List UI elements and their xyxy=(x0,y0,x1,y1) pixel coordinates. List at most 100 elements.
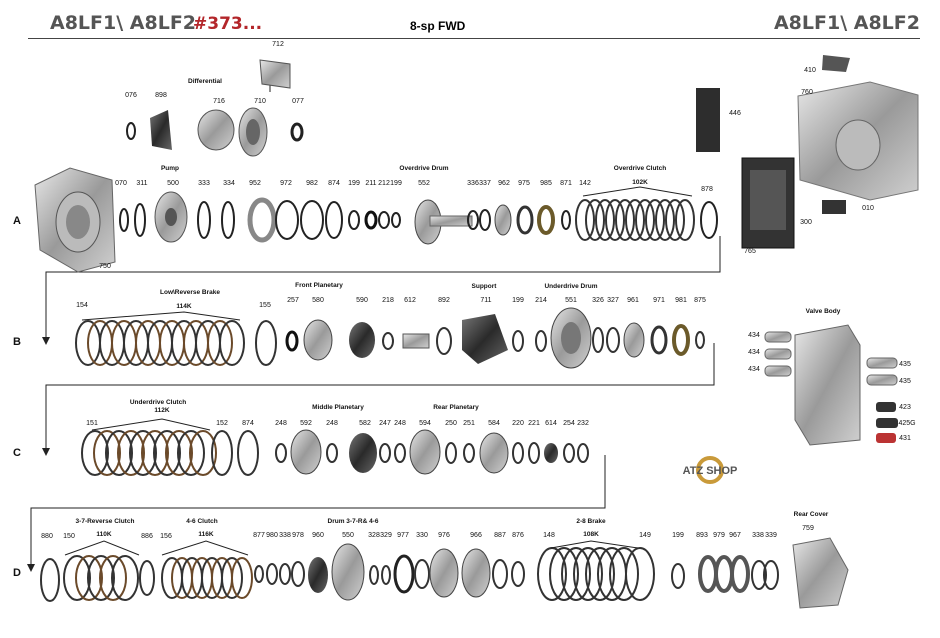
part-number-label: 214 xyxy=(535,297,547,304)
part-number-label: 221 xyxy=(528,420,540,427)
part-number-label: 760 xyxy=(801,89,813,96)
row-d-parts xyxy=(40,537,849,609)
part-number-label: 590 xyxy=(356,297,368,304)
group-label: Pump xyxy=(161,165,179,172)
part-number-label: 248 xyxy=(275,420,287,427)
row-a-parts xyxy=(34,167,718,273)
part-number-label: 887 xyxy=(494,532,506,539)
group-label: Underdrive Clutch xyxy=(130,399,186,406)
part-number-label: 594 xyxy=(419,420,431,427)
group-label: Overdrive Clutch xyxy=(614,165,666,172)
page-title-left: A8LF1\ A8LF2 xyxy=(50,12,197,34)
part-number-label: 898 xyxy=(155,92,167,99)
group-label: Low\Reverse Brake xyxy=(160,289,220,296)
part-number-label: 716 xyxy=(213,98,225,105)
part-number-label: 759 xyxy=(802,525,814,532)
part-number-label: 434 xyxy=(748,349,760,356)
part-number-label: 580 xyxy=(312,297,324,304)
part-number: #373... xyxy=(193,14,263,34)
group-label: Drum 3-7-R& 4-6 xyxy=(328,518,379,525)
group-label: 110K xyxy=(96,531,111,538)
part-number-label: 250 xyxy=(445,420,457,427)
part-number-label: 877 xyxy=(253,532,265,539)
group-label: 2-8 Brake xyxy=(576,518,606,525)
part-number-label: 892 xyxy=(438,297,450,304)
part-number-label: 871 xyxy=(560,180,572,187)
group-label: 116K xyxy=(198,531,213,538)
row-label-c: C xyxy=(13,447,21,459)
part-number-label: 979 xyxy=(713,532,725,539)
part-number-label: 251 xyxy=(463,420,475,427)
part-number-label: 152 xyxy=(216,420,228,427)
part-number-label: 893 xyxy=(696,532,708,539)
part-number-label: 149 xyxy=(639,532,651,539)
part-number-label: 876 xyxy=(512,532,524,539)
valve-body-assembly xyxy=(764,324,898,446)
group-label: Rear Planetary xyxy=(433,404,479,411)
group-label: Valve Body xyxy=(806,308,841,315)
part-number-label: 976 xyxy=(438,532,450,539)
part-number-label: 148 xyxy=(543,532,555,539)
group-label: Underdrive Drum xyxy=(544,283,597,290)
part-number-label: 960 xyxy=(312,532,324,539)
part-number-label: 330 xyxy=(416,532,428,539)
part-number-label: 552 xyxy=(418,180,430,187)
part-number-label: 328 xyxy=(368,532,380,539)
part-number-label: 326 xyxy=(592,297,604,304)
group-label: Differential xyxy=(188,78,222,85)
part-number-label: 750 xyxy=(99,263,111,270)
2-8-brake-pack xyxy=(537,547,655,601)
part-number-label: 327 xyxy=(607,297,619,304)
part-number-label: 257 xyxy=(287,297,299,304)
row-b-parts xyxy=(75,307,705,369)
part-number-label: 151 xyxy=(86,420,98,427)
part-number-label: 551 xyxy=(565,297,577,304)
part-number-label: 423 xyxy=(899,404,911,411)
page-title-right: A8LF1\ A8LF2 xyxy=(773,12,920,34)
part-number-label: 336 xyxy=(467,180,479,187)
part-number-label: 584 xyxy=(488,420,500,427)
part-number-label: 339 xyxy=(765,532,777,539)
part-number-label: 446 xyxy=(729,110,741,117)
part-number-label: 435 xyxy=(899,361,911,368)
part-number-label: 434 xyxy=(748,332,760,339)
part-number-label: 978 xyxy=(292,532,304,539)
part-number-label: 425G xyxy=(898,420,915,427)
group-label: Overdrive Drum xyxy=(399,165,448,172)
part-number-label: 765 xyxy=(744,248,756,255)
part-number-label: 199 xyxy=(512,297,524,304)
watermark-text: ATZ SHOP xyxy=(683,465,738,477)
part-number-label: 150 xyxy=(63,533,75,540)
part-number-label: 311 xyxy=(136,180,147,187)
part-number-label: 076 xyxy=(125,92,137,99)
main-housing-components xyxy=(696,55,919,249)
part-number-label: 500 xyxy=(167,180,179,187)
row-c-parts xyxy=(81,418,589,476)
row-flow-connectors xyxy=(27,74,721,572)
part-number-label: 878 xyxy=(701,186,713,193)
part-number-label: 337 xyxy=(479,180,491,187)
part-number-label: 334 xyxy=(223,180,235,187)
group-label: 114K xyxy=(176,303,191,310)
group-label: Support xyxy=(472,283,498,290)
part-number-label: 952 xyxy=(249,180,261,187)
part-number-label: 874 xyxy=(328,180,340,187)
part-number-label: 199 xyxy=(390,180,402,187)
part-number-label: 247 xyxy=(379,420,391,427)
group-label: Rear Cover xyxy=(794,511,829,518)
part-number-label: 338 xyxy=(752,532,764,539)
part-number-label: 410 xyxy=(804,67,816,74)
part-number-label: 980 xyxy=(266,532,278,539)
part-number-label: 981 xyxy=(675,297,687,304)
part-number-label: 220 xyxy=(512,420,524,427)
low-reverse-brake-pack xyxy=(75,320,245,366)
header-divider xyxy=(28,38,920,39)
part-number-label: 985 xyxy=(540,180,552,187)
part-number-label: 248 xyxy=(326,420,338,427)
part-number-label: 961 xyxy=(627,297,639,304)
part-number-label: 886 xyxy=(141,533,153,540)
part-number-label: 431 xyxy=(899,435,911,442)
part-number-label: 329 xyxy=(380,532,392,539)
